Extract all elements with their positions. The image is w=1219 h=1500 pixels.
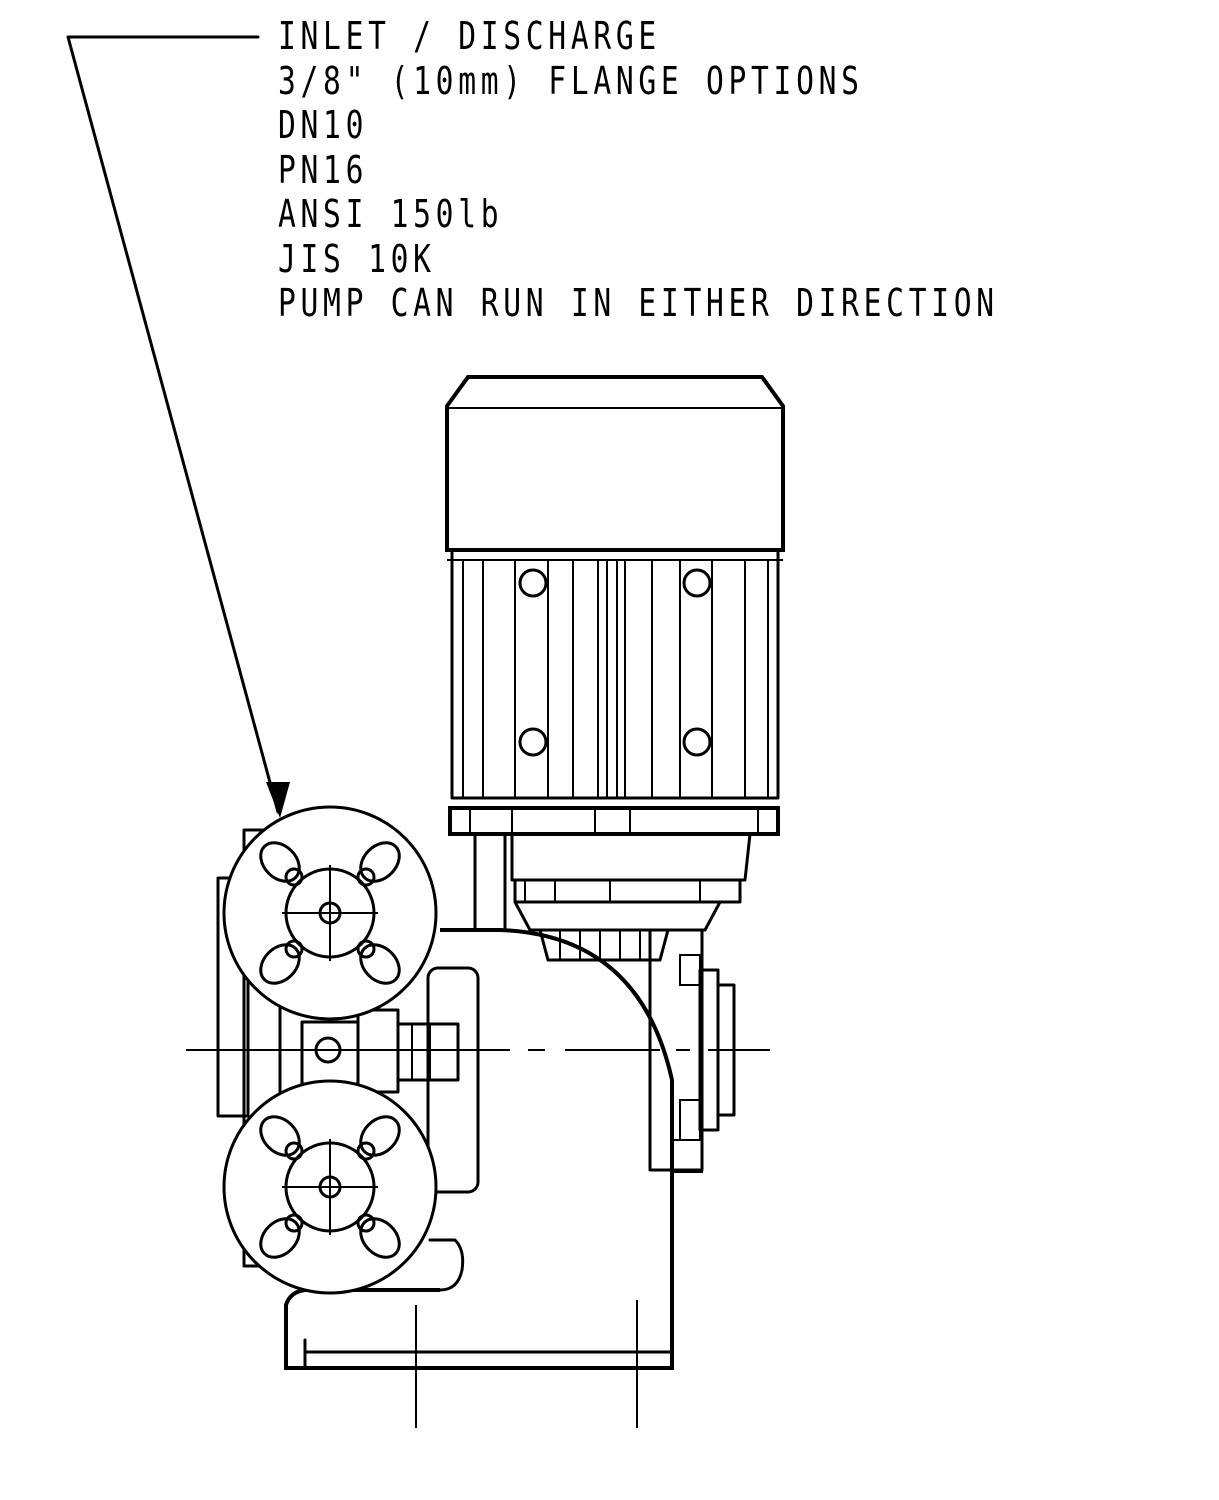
note-line: INLET / DISCHARGE: [278, 14, 661, 58]
centerlines: [186, 1049, 770, 1428]
inlet-flange-top: [222, 805, 438, 1021]
note-line: 3/8" (10mm) FLANGE OPTIONS: [278, 58, 864, 103]
flange-bolt-slots: [259, 1115, 401, 1259]
coupling: [538, 928, 670, 962]
note-line: ANSI 150lb: [278, 192, 504, 236]
flange-bolt-slots: [259, 841, 401, 985]
motor-bolt: [518, 727, 548, 757]
motor-fins: [462, 560, 769, 798]
motor: [445, 375, 785, 836]
discharge-flange-bottom: [222, 1079, 438, 1295]
note-line: JIS 10K: [278, 236, 436, 281]
leader-arrow: [66, 35, 290, 818]
motor-bolt: [518, 568, 548, 598]
note-line: DN10: [278, 103, 369, 147]
flange-notes: INLET / DISCHARGE 3/8" (10mm) FLANGE OPT…: [278, 14, 1202, 326]
gearbox: [473, 832, 752, 962]
motor-bolt: [682, 727, 712, 757]
note-line: PUMP CAN RUN IN EITHER DIRECTION: [278, 281, 999, 325]
note-line: PN16: [278, 147, 369, 192]
motor-bolt: [682, 568, 712, 598]
